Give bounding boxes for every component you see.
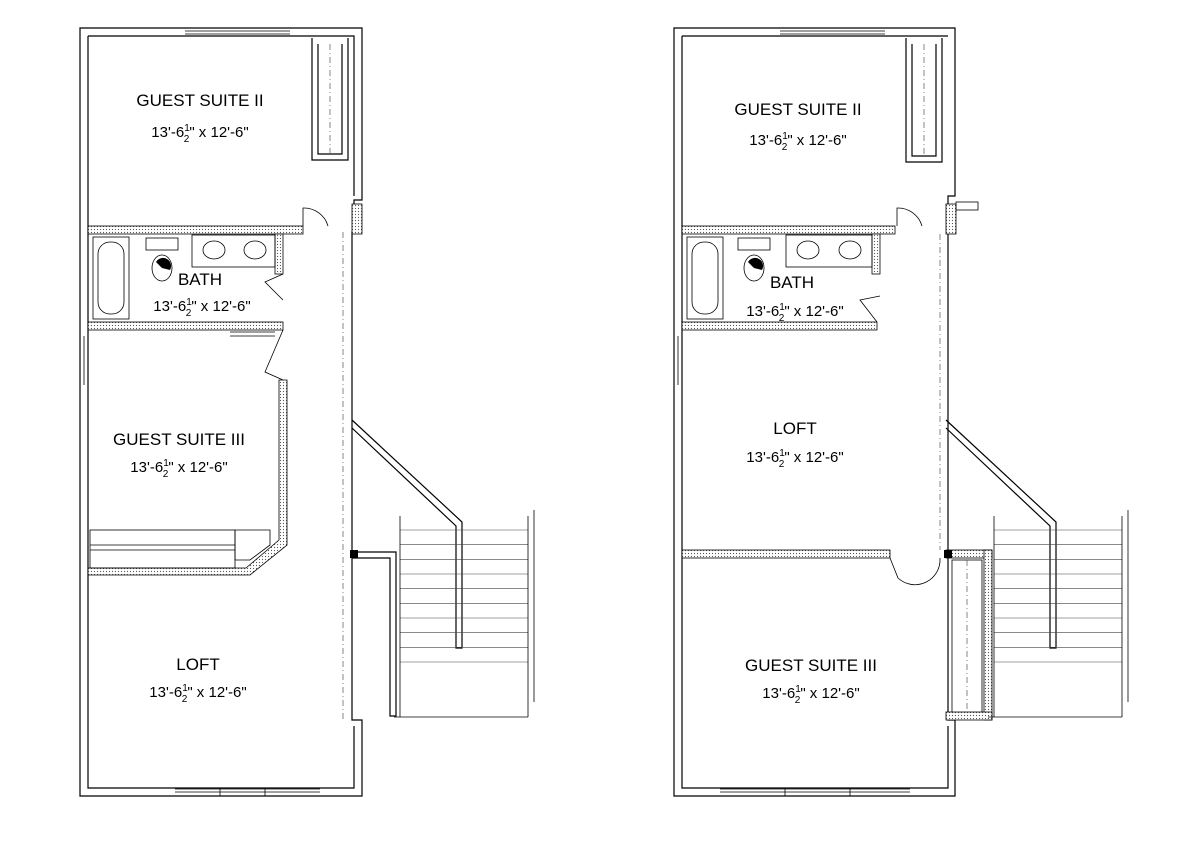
plan-b-wall-gs2-bath xyxy=(681,225,896,235)
plan-b-door-gs2 xyxy=(896,207,923,227)
plan-b-wall-stub xyxy=(945,203,957,235)
plan-b-toilet xyxy=(737,237,771,282)
plan-a-vanity xyxy=(191,234,276,268)
plan-a-door-gs3 xyxy=(264,329,284,381)
room-name: GUEST SUITE II xyxy=(136,91,263,110)
plan-a-toilet xyxy=(145,237,179,282)
plan-b-wall-bath-loft xyxy=(681,321,878,331)
plan-b-stairs xyxy=(988,510,1129,718)
plan-a-gs3-closet xyxy=(89,529,271,569)
plan-a-side-window xyxy=(79,336,85,385)
room-name: GUEST SUITE III xyxy=(745,656,877,675)
plan-a-wall-gs3 xyxy=(87,379,288,576)
plan-b-wall-bath-side xyxy=(871,233,881,275)
plan-a-wall-gs2-bath xyxy=(87,225,304,235)
plan-b-closet xyxy=(905,38,943,163)
floor-plan-a xyxy=(79,27,535,797)
room-name: BATH xyxy=(770,273,814,292)
plan-a-door-bath xyxy=(264,273,284,301)
room-name: BATH xyxy=(178,270,222,289)
plan-a-stairs xyxy=(394,510,535,718)
plan-b-door-bath xyxy=(859,295,881,323)
plan-b-wall-loft-gs3 xyxy=(681,549,891,559)
plan-b-stair-rail xyxy=(945,419,1057,649)
plan-a-wall-bath-gs3 xyxy=(87,321,284,331)
plan-a-inner-wall xyxy=(87,35,355,789)
room-name: LOFT xyxy=(176,655,219,674)
room-name: GUEST SUITE III xyxy=(113,430,245,449)
floor-plan-b xyxy=(673,27,1129,797)
plan-a-landing-wall xyxy=(352,551,397,717)
plan-a-outer-wall xyxy=(79,27,363,797)
plan-a-bathtub xyxy=(92,236,130,320)
plan-b-bathtub xyxy=(686,236,724,320)
plan-a-door-gs2 xyxy=(302,207,329,227)
room-name: GUEST SUITE II xyxy=(734,100,861,119)
plan-a-top-window xyxy=(185,27,290,35)
plan-b-vanity xyxy=(785,234,873,268)
plan-a-bottom-windows xyxy=(175,788,320,797)
plan-a-stair-rail xyxy=(351,419,463,649)
plan-b-side-window xyxy=(673,336,679,385)
plan-a-wall-stub xyxy=(351,203,363,235)
plan-b-door-gs3 xyxy=(889,557,941,586)
plan-b-bottom-windows xyxy=(720,788,910,797)
room-name: LOFT xyxy=(773,419,816,438)
plan-b-inner-wall xyxy=(681,35,949,789)
plan-b-gs3-closet xyxy=(945,549,993,721)
plan-b-top-window xyxy=(780,27,885,35)
plan-a-wall-bath-side xyxy=(274,233,284,275)
